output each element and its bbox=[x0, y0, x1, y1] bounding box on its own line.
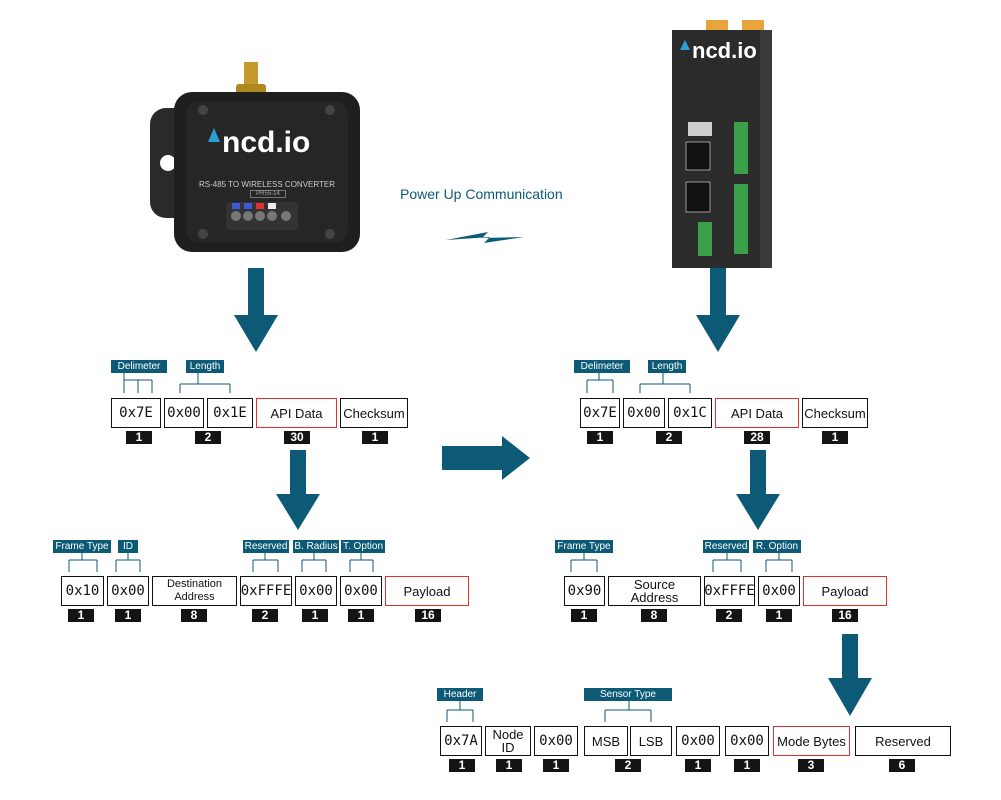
tag-frame-type: Frame Type bbox=[53, 540, 111, 553]
arrow-down-right-device bbox=[696, 268, 740, 352]
api-rx-count-1: 1 bbox=[571, 609, 597, 622]
payload-count-4: 2 bbox=[615, 759, 641, 772]
tag-reserved: Reserved bbox=[243, 540, 289, 553]
api-tx-reserved: 0xFFFE bbox=[240, 576, 292, 606]
tag-delimeter-rx: Delimeter bbox=[574, 360, 630, 373]
api-tx-count-7: 16 bbox=[415, 609, 441, 622]
payload-reserved-byte: 0x00 bbox=[534, 726, 578, 756]
payload-count-5: 1 bbox=[685, 759, 711, 772]
ethernet-port-1 bbox=[685, 141, 711, 171]
frame-rx-length-lsb: 0x1C bbox=[668, 398, 712, 428]
tag-frame-type-rx: Frame Type bbox=[555, 540, 613, 553]
green-terminal-bottom bbox=[734, 184, 748, 254]
payload-sensor-msb: MSB bbox=[584, 726, 628, 756]
api-rx-count-3: 2 bbox=[716, 609, 742, 622]
frame-rx-length-msb: 0x00 bbox=[623, 398, 665, 428]
tag-b-radius: B. Radius bbox=[293, 540, 339, 553]
payload-count-6: 1 bbox=[734, 759, 760, 772]
payload-byte-7: 0x00 bbox=[725, 726, 769, 756]
api-tx-count-3: 8 bbox=[181, 609, 207, 622]
left-device-model: PR55-14 bbox=[250, 190, 286, 198]
frame-tx-count-4: 1 bbox=[362, 431, 388, 444]
api-tx-count-1: 1 bbox=[68, 609, 94, 622]
tag-length-rx: Length bbox=[648, 360, 686, 373]
payload-mode-bytes: Mode Bytes bbox=[773, 726, 850, 756]
frame-rx-api-data: API Data bbox=[715, 398, 799, 428]
frame-rx-count-3: 28 bbox=[744, 431, 770, 444]
api-rx-count-4: 1 bbox=[766, 609, 792, 622]
api-rx-source-address: Source Address bbox=[608, 576, 701, 606]
frame-rx-count-2: 2 bbox=[656, 431, 682, 444]
frame-tx-api-data: API Data bbox=[256, 398, 337, 428]
api-tx-destination-address: Destination Address bbox=[152, 576, 237, 606]
frame-tx-count-3: 30 bbox=[284, 431, 310, 444]
arrow-down-left-device bbox=[234, 268, 278, 352]
frame-tx-delimiter: 0x7E bbox=[111, 398, 161, 428]
api-tx-count-2: 1 bbox=[115, 609, 141, 622]
right-device-brand: ncd.io bbox=[692, 38, 757, 63]
frame-tx-length-lsb: 0x1E bbox=[207, 398, 253, 428]
api-tx-count-6: 1 bbox=[348, 609, 374, 622]
api-rx-reserved: 0xFFFE bbox=[704, 576, 755, 606]
frame-rx-checksum: Checksum bbox=[802, 398, 868, 428]
tag-header: Header bbox=[437, 688, 483, 701]
api-tx-id: 0x00 bbox=[107, 576, 149, 606]
payload-header: 0x7A bbox=[440, 726, 482, 756]
tag-sensor-type: Sensor Type bbox=[584, 688, 672, 701]
arrow-down-api-tx bbox=[276, 450, 320, 530]
api-tx-b-radius: 0x00 bbox=[295, 576, 337, 606]
api-rx-payload: Payload bbox=[803, 576, 887, 606]
api-tx-t-option: 0x00 bbox=[340, 576, 382, 606]
tag-length: Length bbox=[186, 360, 224, 373]
frame-tx-length-msb: 0x00 bbox=[164, 398, 204, 428]
payload-sensor-lsb: LSB bbox=[630, 726, 672, 756]
tag-t-option: T. Option bbox=[341, 540, 385, 553]
wireless-link-icon bbox=[446, 232, 524, 243]
green-terminal-top bbox=[734, 122, 748, 174]
frame-rx-count-4: 1 bbox=[822, 431, 848, 444]
brackets bbox=[68, 373, 793, 722]
ethernet-port-2 bbox=[685, 181, 711, 213]
arrows bbox=[234, 268, 872, 716]
arrow-down-payload bbox=[828, 634, 872, 716]
api-rx-r-option: 0x00 bbox=[758, 576, 800, 606]
payload-count-3: 1 bbox=[543, 759, 569, 772]
tag-delimeter: Delimeter bbox=[111, 360, 167, 373]
payload-count-2: 1 bbox=[496, 759, 522, 772]
diagram-title: Power Up Communication bbox=[400, 186, 563, 202]
tag-reserved-rx: Reserved bbox=[703, 540, 749, 553]
tag-id: ID bbox=[118, 540, 138, 553]
frame-rx-delimiter: 0x7E bbox=[580, 398, 620, 428]
payload-reserved: Reserved bbox=[855, 726, 951, 756]
gateway-device bbox=[672, 20, 772, 268]
ncd-logo-icon bbox=[208, 128, 220, 142]
tag-r-option: R. Option bbox=[753, 540, 801, 553]
left-device-subtitle: RS-485 TO WIRELESS CONVERTER bbox=[198, 180, 336, 189]
left-device-brand: ncd.io bbox=[222, 126, 311, 159]
api-rx-count-2: 8 bbox=[641, 609, 667, 622]
payload-count-7: 3 bbox=[798, 759, 824, 772]
payload-byte-6: 0x00 bbox=[676, 726, 720, 756]
payload-count-1: 1 bbox=[449, 759, 475, 772]
arrow-down-api-rx bbox=[736, 450, 780, 530]
api-tx-count-5: 1 bbox=[302, 609, 328, 622]
payload-node-id: Node ID bbox=[485, 726, 531, 756]
gateway-logo-icon bbox=[680, 40, 690, 50]
frame-tx-count-2: 2 bbox=[195, 431, 221, 444]
payload-count-8: 6 bbox=[889, 759, 915, 772]
api-rx-count-5: 16 bbox=[832, 609, 858, 622]
api-tx-frame-type: 0x10 bbox=[61, 576, 104, 606]
api-tx-payload: Payload bbox=[385, 576, 469, 606]
frame-tx-count-1: 1 bbox=[126, 431, 152, 444]
frame-tx-checksum: Checksum bbox=[340, 398, 408, 428]
frame-rx-count-1: 1 bbox=[587, 431, 613, 444]
rs485-converter-device bbox=[150, 62, 360, 252]
api-tx-count-4: 2 bbox=[252, 609, 278, 622]
arrow-right-transfer bbox=[442, 436, 530, 480]
api-rx-frame-type: 0x90 bbox=[564, 576, 605, 606]
